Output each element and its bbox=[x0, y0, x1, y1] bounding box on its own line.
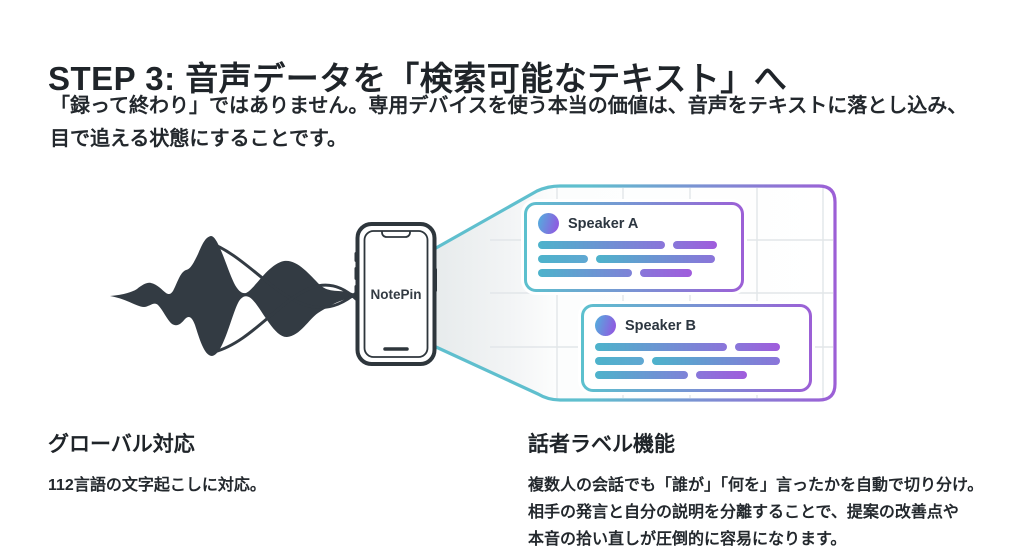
feature-global-heading: グローバル対応 bbox=[48, 433, 195, 456]
speaker-a-label: Speaker A bbox=[568, 215, 639, 232]
subtitle-line-2: 目で追える状態にすることです。 bbox=[50, 128, 347, 150]
transcript-panel-outline bbox=[434, 184, 837, 402]
phone-notch bbox=[381, 231, 411, 238]
transcript-bar-row bbox=[595, 343, 798, 351]
speaker-b-card: Speaker B bbox=[581, 304, 812, 392]
page-title: STEP 3: 音声データを「検索可能なテキスト」へ bbox=[48, 60, 788, 98]
feature-global-body-line: 112言語の文字起こしに対応。 bbox=[48, 477, 266, 494]
speaker-b-card-inner: Speaker B bbox=[584, 307, 809, 389]
transcript-bar bbox=[696, 371, 748, 379]
speaker-a-header: Speaker A bbox=[538, 212, 730, 235]
transcript-bar-row bbox=[538, 241, 730, 249]
speaker-a-card: Speaker A bbox=[524, 202, 744, 292]
transcript-bar bbox=[672, 241, 717, 249]
transcript-bar bbox=[538, 241, 665, 249]
transcript-bar bbox=[640, 269, 692, 277]
speaker-b-label: Speaker B bbox=[625, 317, 696, 334]
feature-speaker-heading: 話者ラベル機能 bbox=[528, 433, 675, 456]
speaker-a-card-inner: Speaker A bbox=[527, 205, 741, 289]
speaker-b-avatar-icon bbox=[595, 315, 616, 336]
speaker-b-header: Speaker B bbox=[595, 314, 798, 337]
feature-speaker-body-line: 本音の拾い直しが圧倒的に容易になります。 bbox=[528, 531, 847, 548]
speaker-a-avatar-icon bbox=[538, 213, 559, 234]
soundwave-icon bbox=[110, 236, 362, 356]
transcript-bar-row bbox=[538, 255, 730, 263]
feature-speaker-body-line: 相手の発言と自分の説明を分離することで、提案の改善点や bbox=[528, 504, 959, 521]
transcript-bar bbox=[595, 343, 727, 351]
transcript-bar bbox=[538, 269, 633, 277]
transcript-bar bbox=[651, 357, 780, 365]
page-subtitle: 「録って終わり」ではありません。専用デバイスを使う本当の価値は、音声をテキストに… bbox=[50, 90, 967, 156]
feature-speaker-labeling: 話者ラベル機能 複数人の会話でも「誰が」「何を」言ったかを自動で切り分け。 相手… bbox=[528, 428, 1008, 553]
transcript-bar bbox=[595, 357, 644, 365]
transcript-bar-row bbox=[595, 371, 798, 379]
subtitle-line-1: 「録って終わり」ではありません。専用デバイスを使う本当の価値は、音声をテキストに… bbox=[50, 95, 968, 117]
transcript-bar bbox=[538, 255, 588, 263]
phone-icon bbox=[354, 222, 437, 366]
feature-speaker-body-line: 複数人の会話でも「誰が」「何を」言ったかを自動で切り分け。 bbox=[528, 477, 984, 494]
transcript-bar bbox=[595, 255, 715, 263]
transcript-bar bbox=[734, 343, 780, 351]
device-label: NotePin bbox=[370, 287, 422, 302]
feature-speaker-body: 複数人の会話でも「誰が」「何を」言ったかを自動で切り分け。 相手の発言と自分の説… bbox=[528, 472, 1008, 553]
transcript-bar-row bbox=[538, 269, 730, 277]
feature-global-support: グローバル対応 112言語の文字起こしに対応。 bbox=[48, 428, 468, 499]
transcript-bar bbox=[595, 371, 689, 379]
feature-global-body: 112言語の文字起こしに対応。 bbox=[48, 472, 468, 499]
transcript-bar-row bbox=[595, 357, 798, 365]
